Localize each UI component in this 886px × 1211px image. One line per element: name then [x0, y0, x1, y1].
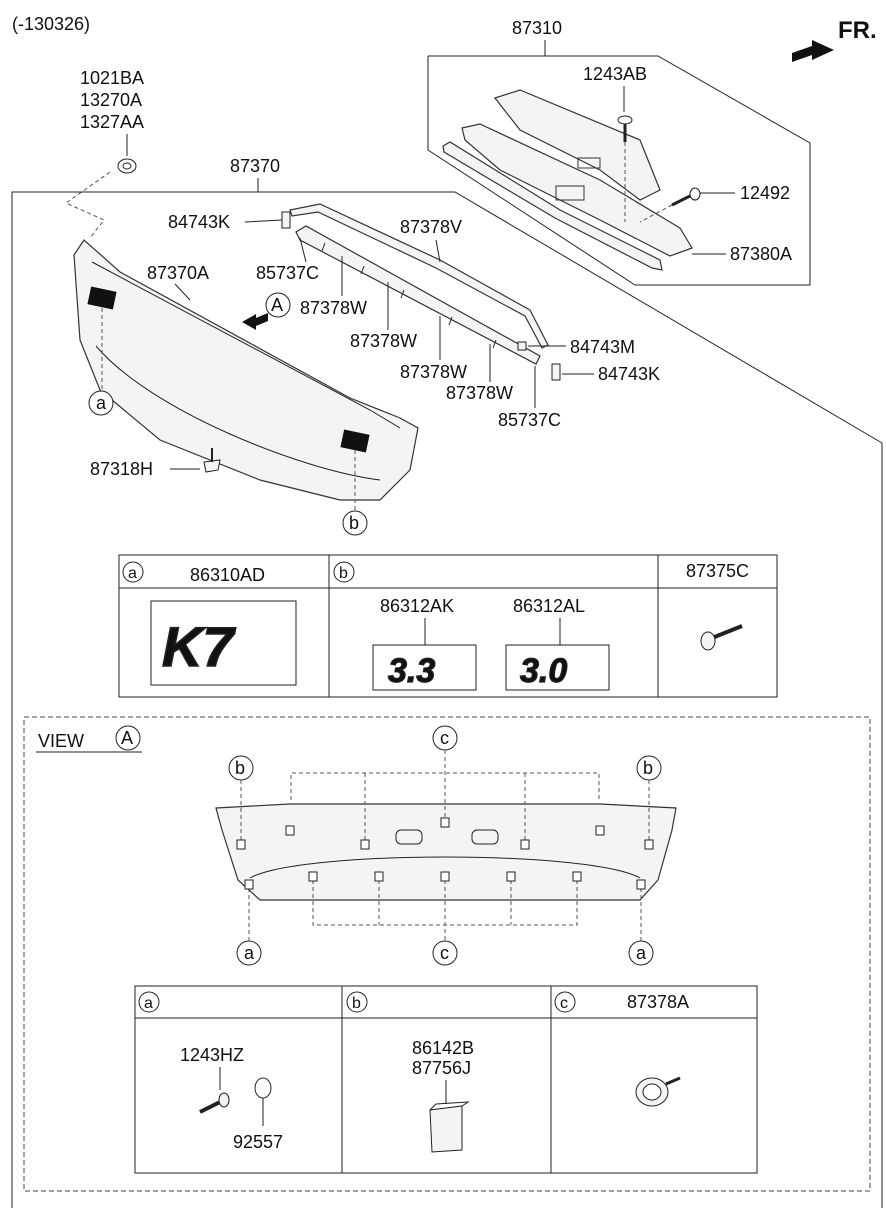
emblem-3-0-box [505, 644, 610, 691]
screw-1243AB-icon [617, 115, 633, 142]
svg-text:a: a [244, 943, 255, 963]
bolt-87375C-icon [700, 624, 743, 651]
part-1243HZ[interactable]: 1243HZ [180, 1045, 244, 1065]
part-84743K-top[interactable]: 84743K [168, 212, 230, 232]
svg-text:a: a [636, 943, 647, 963]
table2-key-c [554, 991, 576, 1013]
callout-A-marker [265, 292, 291, 318]
part-86312AL[interactable]: 86312AL [513, 596, 585, 616]
part-86142B[interactable]: 86142B [412, 1038, 474, 1058]
front-arrow-icon [792, 40, 834, 62]
part-1243AB[interactable]: 1243AB [583, 64, 647, 84]
part-13270A[interactable]: 13270A [80, 90, 142, 110]
svg-text:b: b [339, 565, 348, 582]
part-87378A[interactable]: 87378A [627, 992, 689, 1012]
callout-c-bottom [432, 940, 458, 966]
fastener-table [134, 985, 758, 1174]
callout-a-upper [88, 390, 114, 416]
washer-92557-icon [254, 1077, 272, 1099]
part-85737C-bottom[interactable]: 85737C [498, 410, 561, 430]
part-87310[interactable]: 87310 [512, 18, 562, 38]
part-92557[interactable]: 92557 [233, 1132, 283, 1152]
part-1021BA[interactable]: 1021BA [80, 68, 144, 88]
main-assembly-frame [11, 191, 883, 1208]
bolt-1243HZ-icon [199, 1092, 230, 1114]
end-cap-84743K-top [281, 211, 291, 229]
grommet-87378A-icon [635, 1076, 681, 1107]
part-87378W-2[interactable]: 87378W [350, 331, 417, 351]
part-87380A[interactable]: 87380A [730, 244, 792, 264]
part-87310-panel [461, 123, 693, 257]
view-a-panel [215, 803, 677, 901]
clip-87318H-icon [203, 448, 221, 473]
emblem-3-3: 3.3 [388, 652, 435, 690]
svg-text:b: b [349, 513, 359, 533]
part-87378W-4[interactable]: 87378W [446, 383, 513, 403]
table2-key-b [346, 991, 368, 1013]
clip-84743M [517, 341, 527, 351]
view-ref: A [121, 728, 133, 748]
svg-text:c: c [440, 728, 449, 748]
view-a-arrow-icon [242, 313, 268, 330]
part-87378W-3[interactable]: 87378W [400, 362, 467, 382]
part-1327AA[interactable]: 1327AA [80, 112, 144, 132]
part-87310-strip [442, 141, 663, 271]
svg-text:a: a [96, 393, 107, 413]
part-87756J[interactable]: 87756J [412, 1058, 471, 1078]
view-a-clips [236, 817, 654, 890]
table1-key-a [122, 561, 144, 583]
part-12492[interactable]: 12492 [740, 183, 790, 203]
assembly-87310-frame [427, 55, 811, 286]
end-cap-84743K-bottom [551, 363, 561, 381]
k7-emblem-box [150, 600, 297, 686]
screw-12492-icon [671, 187, 701, 207]
clip-86142B-icon [429, 1101, 470, 1153]
svg-text:a: a [144, 995, 153, 1012]
front-direction-label: FR. [838, 17, 877, 44]
svg-text:A: A [271, 295, 283, 315]
part-86310AD[interactable]: 86310AD [190, 565, 265, 585]
emblem-patch-a [87, 286, 117, 310]
emblem-3-3-box [372, 644, 477, 691]
emblem-patch-b [340, 429, 370, 453]
k7-emblem: K7 [162, 615, 236, 678]
view-ref-circle [115, 725, 141, 751]
part-87370[interactable]: 87370 [230, 156, 280, 176]
svg-text:c: c [440, 943, 449, 963]
view-a-frame [23, 716, 871, 1192]
molding-87378W-segments [295, 225, 541, 365]
revision-label: (-130326) [12, 14, 90, 34]
part-87310-bracket [493, 89, 661, 201]
part-87378V[interactable]: 87378V [400, 217, 462, 237]
emblem-3-0: 3.0 [520, 652, 567, 690]
part-87318H[interactable]: 87318H [90, 459, 153, 479]
table2-key-a [138, 991, 160, 1013]
part-87370A[interactable]: 87370A [147, 263, 209, 283]
part-86312AK[interactable]: 86312AK [380, 596, 454, 616]
table1-key-b [333, 561, 355, 583]
svg-text:c: c [560, 995, 568, 1012]
part-87375C[interactable]: 87375C [686, 561, 749, 581]
view-label: VIEW [38, 731, 84, 751]
part-84743M[interactable]: 84743M [570, 337, 635, 357]
svg-text:b: b [235, 758, 245, 778]
svg-text:b: b [643, 758, 653, 778]
part-85737C-top[interactable]: 85737C [256, 263, 319, 283]
emblem-table [118, 554, 778, 698]
nut-icon [117, 158, 137, 174]
svg-text:a: a [128, 565, 137, 582]
part-87378W-1[interactable]: 87378W [300, 298, 367, 318]
molding-87378V [289, 203, 549, 349]
callout-b-upper [342, 510, 368, 536]
svg-text:b: b [352, 995, 361, 1012]
part-84743K-bottom[interactable]: 84743K [598, 364, 660, 384]
